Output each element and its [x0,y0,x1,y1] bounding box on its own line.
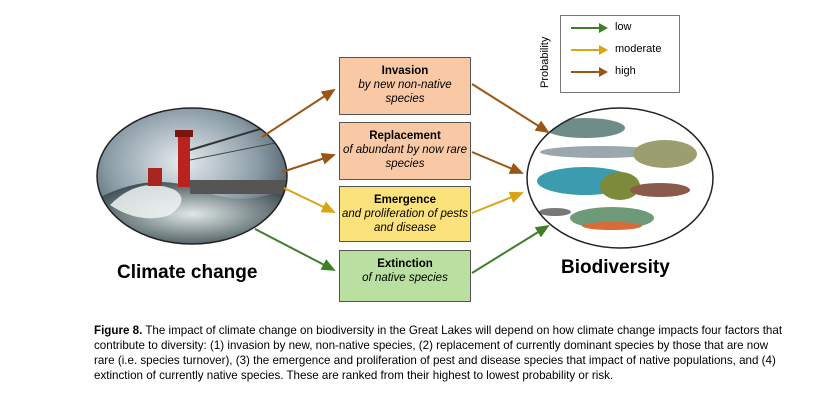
factor-title: Extinction [377,258,433,270]
arrow-climate-to-invasion [261,88,336,138]
caption-text: The impact of climate change on biodiver… [94,324,783,382]
factor-box-extinction: Extinction of native species [339,250,471,302]
legend-arrow-low-icon [571,23,608,33]
arrow-climate-to-emergence [283,187,336,213]
arrow-invasion-to-biodiversity [471,83,550,134]
factor-title: Invasion [381,65,429,77]
factor-title: Replacement [369,130,441,142]
caption-figure-number: Figure 8. [94,324,143,337]
climate-change-label: Climate change [117,262,258,283]
legend-arrow-high-icon [571,67,608,77]
biodiversity-label: Biodiversity [561,257,670,278]
factor-box-invasion: Invasion by new non-native species [339,57,471,115]
factor-subtitle: by new non-native species [358,79,452,105]
legend-title: Probability [539,36,551,88]
factor-box-emergence: Emergence and proliferation of pests and… [339,186,471,242]
factor-subtitle: of abundant by now rare species [342,144,468,170]
arrow-climate-to-extinction [254,228,336,271]
factor-subtitle: and proliferation of pests and disease [342,208,468,234]
legend-label-high: high [615,65,636,77]
arrow-extinction-to-biodiversity [471,224,550,274]
factor-box-replacement: Replacement of abundant by now rare spec… [339,122,471,180]
arrow-replacement-to-biodiversity [471,151,524,174]
arrow-emergence-to-biodiversity [471,191,524,214]
legend: low moderate high [560,15,680,93]
figure-caption: Figure 8. The impact of climate change o… [94,323,790,383]
climate-change-image-border [96,107,288,245]
climate-change-image [97,108,287,244]
legend-label-moderate: moderate [615,43,662,55]
biodiversity-image [527,108,713,248]
factor-subtitle: of native species [362,272,448,284]
arrow-climate-to-replacement [281,153,336,173]
biodiversity-image-border [526,107,714,249]
legend-label-low: low [615,21,632,33]
factor-title: Emergence [373,194,436,206]
legend-arrow-moderate-icon [571,45,608,55]
